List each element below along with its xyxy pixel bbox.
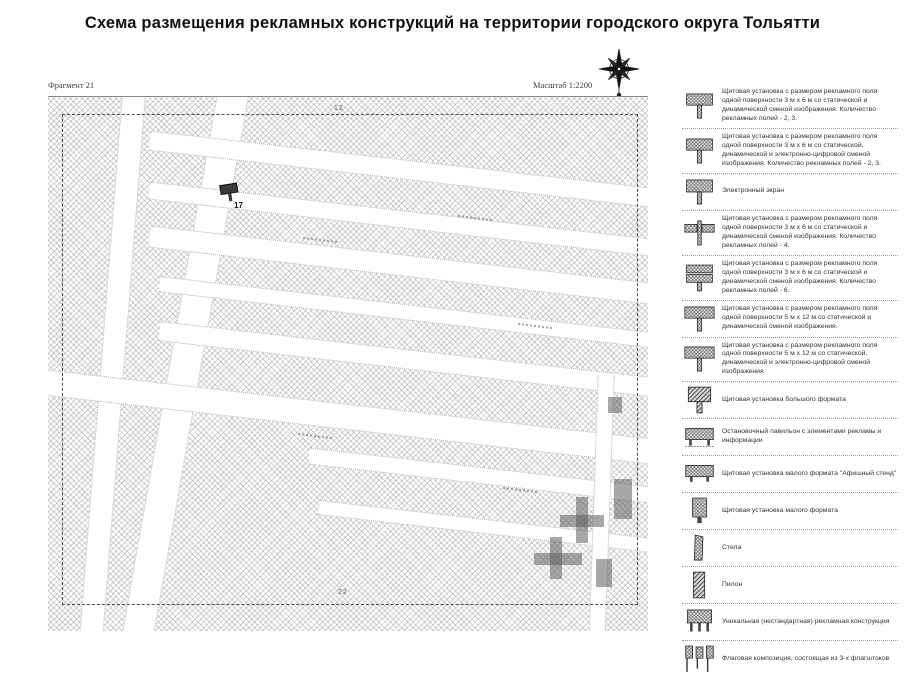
legend-item: Щитовая установка с размером рекламного … — [682, 211, 898, 256]
legend-item-text: Электронный экран — [722, 187, 784, 195]
legend-item: Пилон — [682, 567, 898, 605]
building-footprint — [596, 559, 612, 587]
large-format-billboard-icon — [682, 386, 716, 414]
legend-item: Стела — [682, 530, 898, 568]
legend-item: Щитовая установка с размером рекламного … — [682, 338, 898, 383]
map-canvas: 12 22 17 — [48, 96, 648, 631]
fragment-label: Фрагмент 21 — [48, 80, 95, 90]
legend-item-text: Флаговая композиция, состоящая из 3-х фл… — [722, 654, 890, 662]
legend: Щитовая установка с размером рекламного … — [682, 84, 898, 677]
stela-icon — [682, 534, 716, 562]
legend-item-text: Щитовая установка с размером рекламного … — [722, 132, 881, 167]
building-footprint — [550, 537, 562, 579]
legend-item-text: Щитовая установка с размером рекламного … — [722, 305, 878, 330]
legend-item-text: Щитовая установка малого формата — [722, 506, 838, 514]
legend-item: Щитовая установка с размером рекламного … — [682, 129, 898, 174]
street-name-text — [298, 432, 332, 440]
legend-item: Остановочный павильон с элементами рекла… — [682, 419, 898, 457]
billboard-marker-icon — [219, 181, 244, 204]
building-footprint — [576, 497, 588, 543]
legend-item-text: Пилон — [722, 580, 743, 588]
legend-item-text: Уникальная (нестандартная) рекламная кон… — [722, 617, 890, 625]
legend-item-text: Щитовая установка с размером рекламного … — [722, 341, 878, 376]
flag-composition-icon — [682, 645, 716, 673]
pylon-icon — [682, 571, 716, 599]
legend-item: Щитовая установка малого формата "Афишны… — [682, 456, 898, 494]
legend-item-text: Остановочный павильон с элементами рекла… — [722, 428, 882, 445]
legend-item: Щитовая установка с размером рекламного … — [682, 301, 898, 338]
legend-item-text: Щитовая установка малого формата "Афишны… — [722, 469, 897, 477]
unique-construction-icon — [682, 608, 716, 636]
billboard-3x6-digital-2-3-icon — [682, 137, 716, 165]
legend-item-text: Щитовая установка с размером рекламного … — [722, 88, 878, 122]
page-title: Схема размещения рекламных конструкций н… — [84, 14, 821, 32]
electronic-screen-icon — [682, 178, 716, 206]
legend-item: Уникальная (нестандартная) рекламная кон… — [682, 604, 898, 642]
legend-item: Щитовая установка большого формата — [682, 382, 898, 420]
scale-label: Масштаб 1:2200 — [533, 80, 593, 90]
poster-stand-icon — [682, 460, 716, 488]
legend-item-text: Щитовая установка большого формата — [722, 395, 846, 403]
road — [588, 374, 615, 631]
building-footprint — [608, 397, 622, 413]
legend-item: Щитовая установка с размером рекламного … — [682, 84, 898, 129]
legend-item: Электронный экран — [682, 174, 898, 211]
compass-rose-icon — [597, 48, 641, 98]
legend-item-text: Стела — [722, 543, 742, 551]
small-format-billboard-icon — [682, 497, 716, 525]
marker-id-label: 17 — [234, 201, 243, 210]
legend-item: Щитовая установка малого формата — [682, 493, 898, 531]
billboard-3x6-6-icon — [682, 264, 716, 292]
billboard-5x12-icon — [682, 305, 716, 333]
billboard-5x12-digital-icon — [682, 345, 716, 373]
legend-item: Щитовая установка с размером рекламного … — [682, 256, 898, 301]
adjacent-fragment-number-top: 12 — [334, 105, 344, 112]
adjacent-fragment-number-bottom: 22 — [338, 589, 348, 596]
billboard-3x6-2-3-icon — [682, 92, 716, 120]
legend-item-text: Щитовая установка с размером рекламного … — [722, 259, 878, 294]
legend-item-text: Щитовая установка с размером рекламного … — [722, 214, 878, 249]
building-footprint — [614, 479, 632, 519]
bus-shelter-icon — [682, 423, 716, 451]
billboard-3x6-4-icon — [682, 219, 716, 247]
legend-item: Флаговая композиция, состоящая из 3-х фл… — [682, 641, 898, 677]
street-name-text — [303, 236, 337, 244]
